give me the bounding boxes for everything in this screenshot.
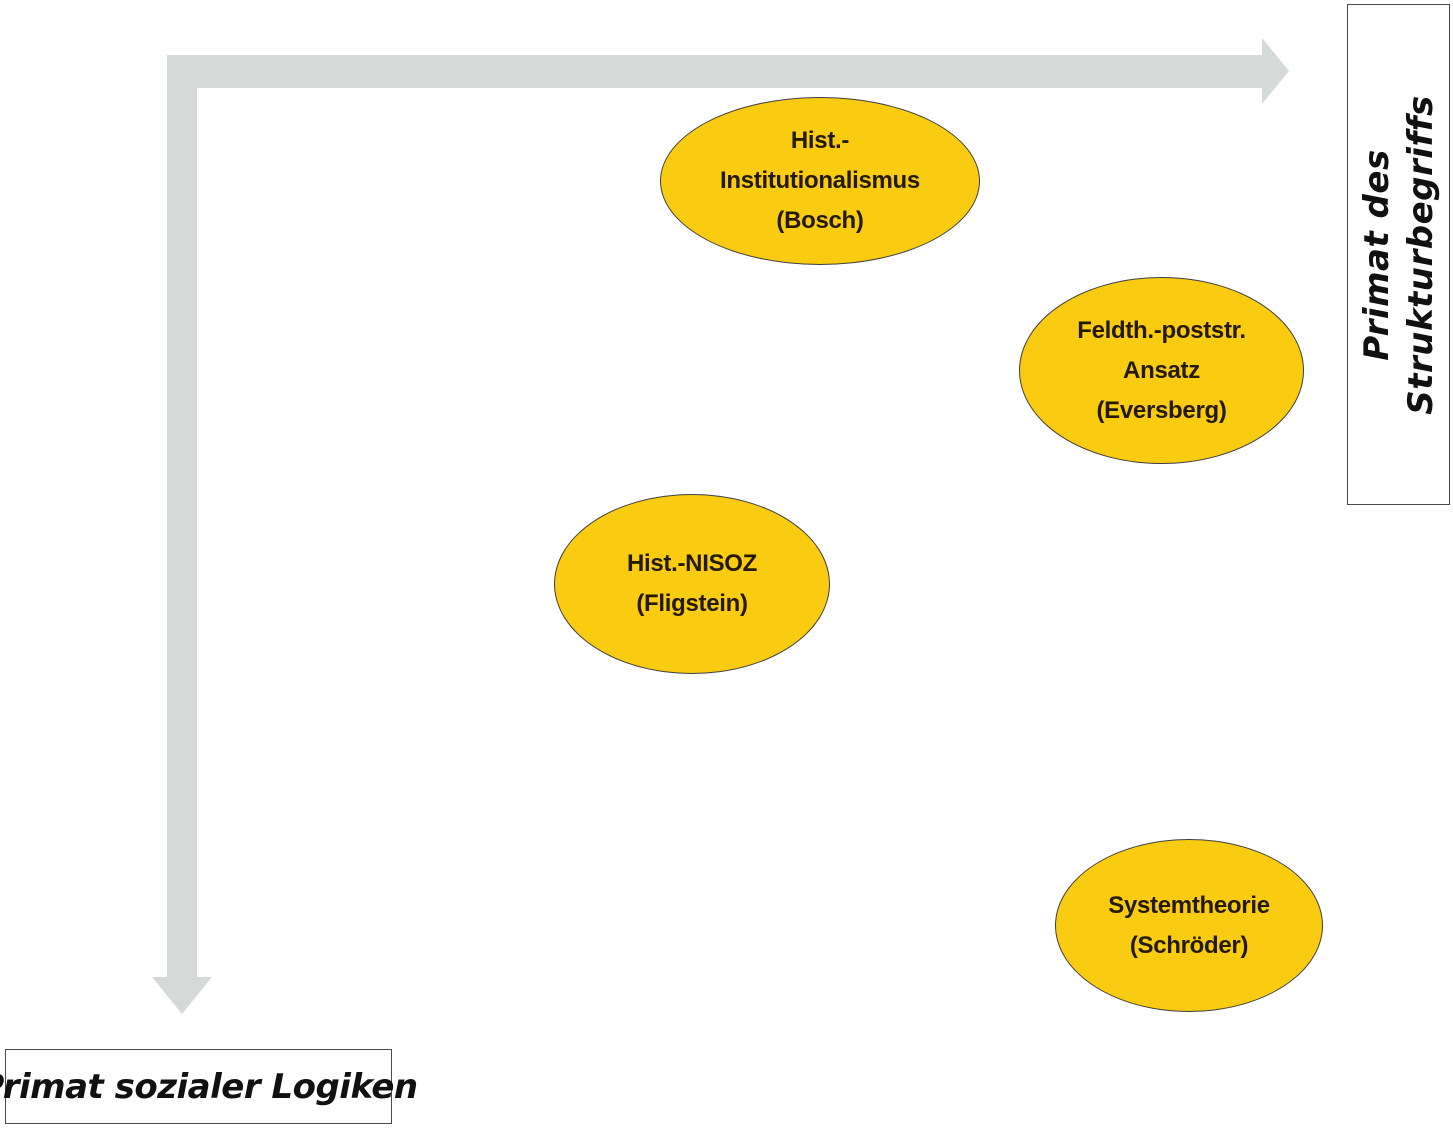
node-hist-institutionalismus: Hist.- Institutionalismus (Bosch) bbox=[660, 97, 980, 265]
node-label-line: (Eversberg) bbox=[1096, 396, 1227, 424]
horizontal-axis-arrow bbox=[167, 55, 1262, 88]
node-label-line: Hist.-NISOZ bbox=[626, 550, 758, 577]
node-label-line: Systemtheorie bbox=[1108, 891, 1270, 919]
node-label-line: (Schröder) bbox=[1129, 931, 1249, 959]
node-label-line: Hist.- bbox=[790, 127, 850, 154]
node-label-line: (Fligstein) bbox=[636, 590, 748, 617]
vertical-axis-label: Primat sozialer Logiken bbox=[0, 1066, 418, 1107]
node-label-line: Ansatz bbox=[1123, 356, 1200, 384]
node-systemtheorie: Systemtheorie (Schröder) bbox=[1055, 839, 1323, 1012]
node-feldtheorie: Feldth.-poststr. Ansatz (Eversberg) bbox=[1019, 277, 1304, 464]
axis-label-line: Strukturbegriffs bbox=[1400, 94, 1441, 415]
horizontal-axis-label-box: Primat des Strukturbegriffs bbox=[1347, 4, 1450, 505]
horizontal-arrow-head bbox=[1262, 38, 1289, 104]
node-hist-nisoz: Hist.-NISOZ (Fligstein) bbox=[554, 494, 830, 674]
node-label-line: (Bosch) bbox=[776, 207, 864, 234]
vertical-axis-label-box: Primat sozialer Logiken bbox=[0, 1049, 418, 1124]
node-label-line: Feldth.-poststr. bbox=[1077, 316, 1246, 344]
horizontal-axis-label: Primat des Strukturbegriffs bbox=[1355, 95, 1443, 415]
vertical-axis-arrow bbox=[167, 55, 197, 977]
node-label-line: Institutionalismus bbox=[720, 167, 920, 194]
vertical-arrow-head bbox=[152, 977, 212, 1014]
axis-label-line: Primat des bbox=[1356, 148, 1397, 361]
